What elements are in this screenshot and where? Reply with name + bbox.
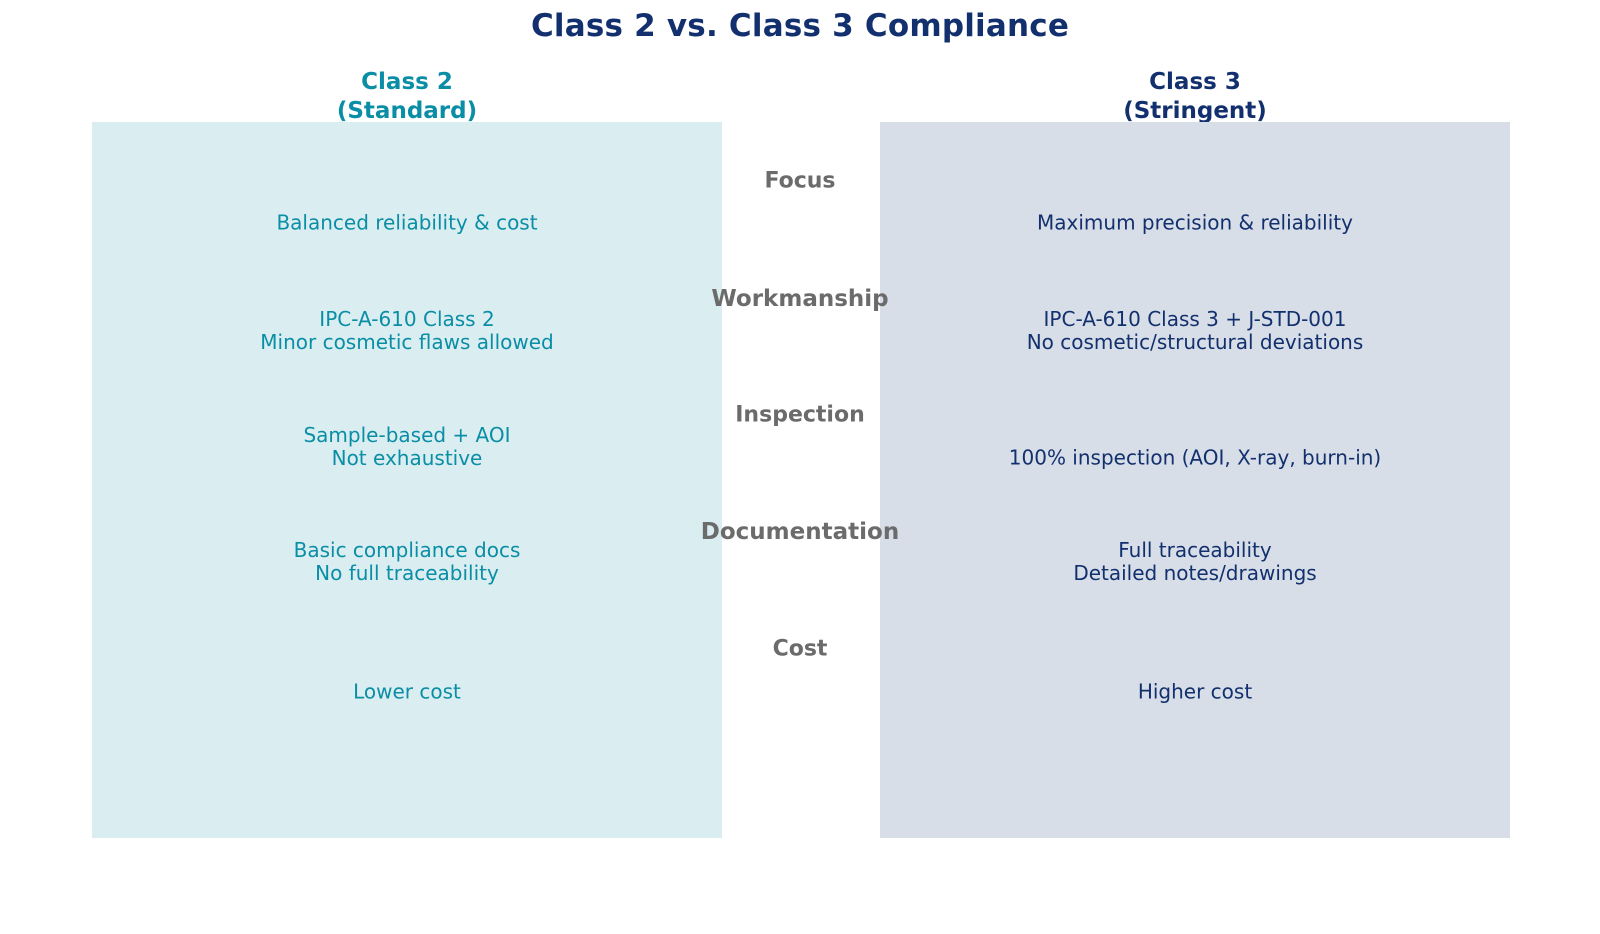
column-header-class-2: Class 2 (Standard) — [336, 69, 478, 124]
cell-class3-cost: Higher cost — [1137, 679, 1253, 704]
cell-class3-workmanship: IPC-A-610 Class 3 + J-STD-001 No cosmeti… — [1026, 307, 1364, 354]
category-label-workmanship: Workmanship — [711, 286, 889, 312]
category-label-column: Focus Workmanship Inspection Documentati… — [640, 122, 960, 838]
cell-class2-documentation: Basic compliance docs No full traceabili… — [293, 538, 521, 585]
cell-class2-workmanship: IPC-A-610 Class 2 Minor cosmetic flaws a… — [260, 307, 554, 354]
panel-class-2 — [92, 122, 722, 838]
cell-class3-documentation: Full traceability Detailed notes/drawing… — [1073, 538, 1317, 585]
category-label-inspection: Inspection — [735, 402, 865, 428]
cell-class3-inspection: 100% inspection (AOI, X-ray, burn-in) — [1008, 445, 1382, 470]
category-label-documentation: Documentation — [700, 519, 900, 545]
column-header-class-3: Class 3 (Stringent) — [1123, 69, 1267, 124]
category-label-focus: Focus — [764, 168, 836, 194]
cell-class2-inspection: Sample-based + AOI Not exhaustive — [303, 423, 511, 470]
page-title: Class 2 vs. Class 3 Compliance — [530, 8, 1070, 44]
cell-class3-focus: Maximum precision & reliability — [1037, 210, 1353, 235]
cell-class2-cost: Lower cost — [353, 679, 461, 704]
panel-class-3 — [880, 122, 1510, 838]
category-label-cost: Cost — [772, 636, 828, 662]
cell-class2-focus: Balanced reliability & cost — [276, 210, 538, 235]
